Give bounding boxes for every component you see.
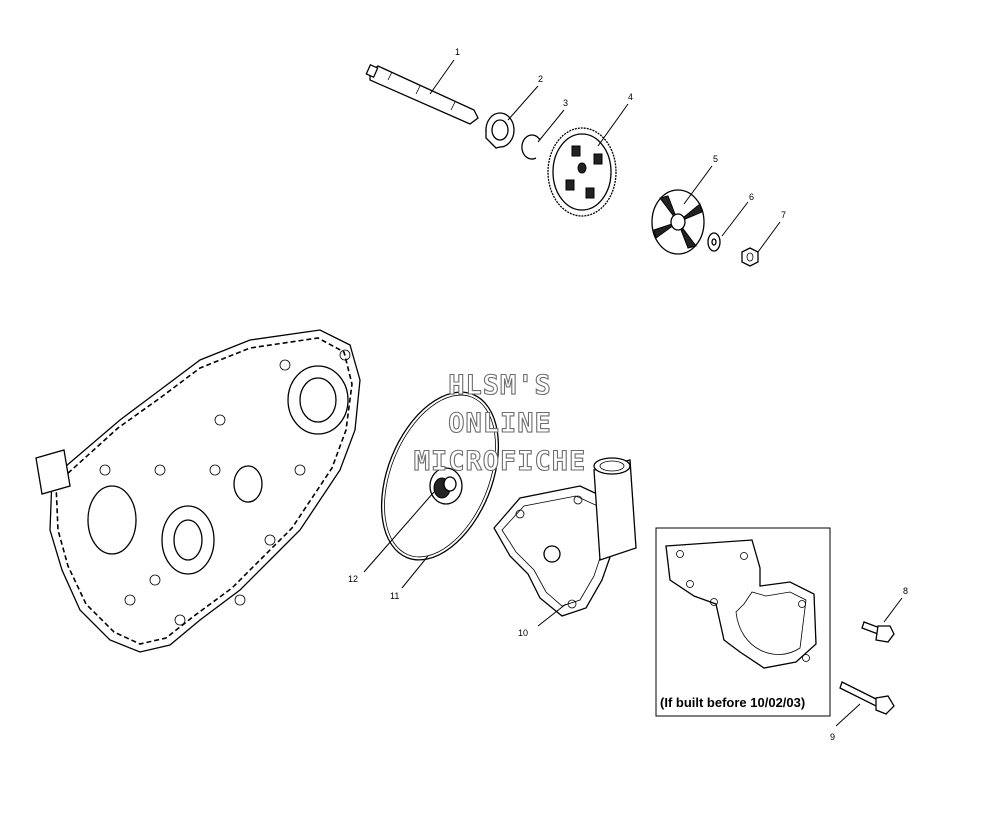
shaft-icon[interactable] [365,63,479,125]
callout-10: 10 [518,628,528,638]
seal-icon[interactable] [429,467,463,505]
watermark-line-2: ONLINE [448,408,552,439]
callout-numbers: 1 2 3 4 5 6 7 8 9 10 11 12 [348,47,908,742]
bolt-icon[interactable] [861,621,895,643]
watermark-line-1: HLSM'S [448,370,552,401]
callout-8: 8 [903,586,908,596]
callout-9: 9 [830,732,835,742]
callout-5: 5 [713,154,718,164]
callout-12: 12 [348,574,358,584]
impeller-icon[interactable] [651,189,705,255]
watermark: HLSM'S ONLINE MICROFICHE [413,369,587,477]
snap-ring-icon[interactable] [521,134,541,160]
callout-2: 2 [538,74,543,84]
gear-icon[interactable] [547,127,617,217]
washer-icon[interactable] [707,232,721,252]
nut-icon[interactable] [741,247,759,267]
watermark-line-3: MICROFICHE [414,446,587,477]
long-bolt-icon[interactable] [839,681,895,715]
bearing-icon[interactable] [485,112,515,149]
callout-6: 6 [749,192,754,202]
callout-1: 1 [455,47,460,57]
callout-4: 4 [628,92,633,102]
leader-lines [363,59,903,727]
callout-3: 3 [563,98,568,108]
pump-cover-icon[interactable] [493,457,637,617]
inset-note: (If built before 10/02/03) [660,695,805,710]
gasket-icon[interactable] [665,539,817,669]
inset-panel: (If built before 10/02/03) [655,527,831,717]
callout-11: 11 [390,591,399,601]
callout-7: 7 [781,210,786,220]
crankcase-cover-icon [35,329,361,653]
